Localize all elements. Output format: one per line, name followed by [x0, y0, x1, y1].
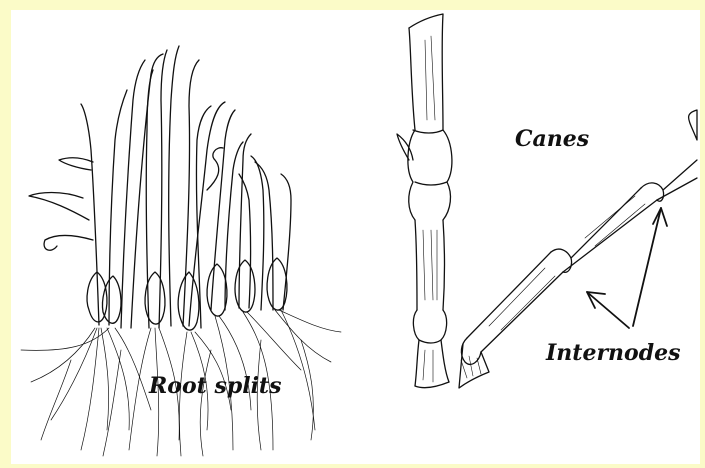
internodes-label: Internodes [546, 340, 680, 366]
arrow-left-shaft [587, 292, 629, 328]
canes-drawing [397, 14, 697, 388]
bulb-bases [87, 258, 287, 330]
canes-label: Canes [515, 126, 589, 152]
illustration-canvas: Root splits Canes Internodes [11, 10, 700, 464]
vertical-cane [397, 14, 452, 388]
leaf-stems [29, 46, 291, 328]
arrow-right-head [653, 208, 667, 226]
root-splits-label: Root splits [149, 373, 281, 399]
illustration-svg [11, 10, 700, 464]
arrow-right-shaft [633, 208, 661, 326]
